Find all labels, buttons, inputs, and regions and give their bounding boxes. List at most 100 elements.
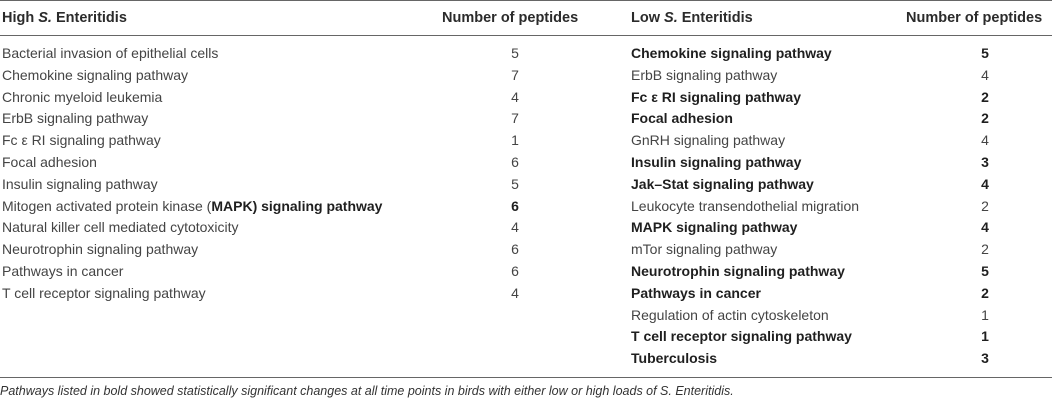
pathway-name: ErbB signaling pathway	[631, 66, 778, 83]
peptide-count: 6	[511, 153, 519, 170]
peptide-count: 7	[511, 66, 519, 83]
pathway-name: Neurotrophin signaling pathway	[631, 262, 845, 279]
right-header-italic: S.	[664, 10, 678, 26]
table-row: MAPK signaling pathway 4	[631, 217, 1051, 239]
pathway-name-part: Mitogen activated protein kinase (	[2, 197, 212, 214]
left-header-suffix: Enteritidis	[51, 10, 127, 26]
pathway-name: Leukocyte transendothelial migration	[631, 197, 860, 214]
left-group-header: High S. Enteritidis	[2, 10, 127, 26]
peptide-count: 5	[981, 45, 989, 61]
table-row: Focal adhesion 6	[2, 152, 622, 174]
table-row: Fc ε RI signaling pathway 2	[631, 87, 1051, 109]
table-row: Pathways in cancer 2	[631, 283, 1051, 305]
pathway-name: ErbB signaling pathway	[2, 110, 149, 127]
pathway-name: MAPK signaling pathway	[631, 219, 798, 236]
peptide-count: 4	[511, 88, 519, 105]
table-row: Chronic myeloid leukemia 4	[2, 87, 622, 109]
pathway-name: Regulation of actin cytoskeleton	[631, 306, 829, 323]
peptide-count: 4	[511, 219, 519, 236]
pathway-name: GnRH signaling pathway	[631, 132, 786, 149]
pathway-name: Chronic myeloid leukemia	[2, 88, 163, 105]
peptide-count: 5	[981, 262, 989, 279]
pathway-name: Focal adhesion	[2, 153, 97, 170]
peptide-count: 4	[981, 66, 989, 83]
peptide-count: 1	[511, 132, 519, 149]
pathway-name: Jak–Stat signaling pathway	[631, 175, 814, 192]
peptide-count: 6	[511, 197, 519, 214]
table-row: Neurotrophin signaling pathway 5	[631, 261, 1051, 283]
table-row: Neurotrophin signaling pathway 6	[2, 239, 622, 261]
pathway-name: Insulin signaling pathway	[631, 153, 802, 170]
peptide-count: 7	[511, 110, 519, 127]
pathway-name: Chemokine signaling pathway	[2, 66, 188, 83]
table-row: Regulation of actin cytoskeleton 1	[631, 305, 1051, 327]
table-row: Insulin signaling pathway 5	[2, 174, 622, 196]
pathway-name: Insulin signaling pathway	[2, 175, 158, 192]
pathway-name: T cell receptor signaling pathway	[2, 284, 206, 301]
table-row: Natural killer cell mediated cytotoxicit…	[2, 217, 622, 239]
bottom-rule	[0, 377, 1052, 378]
table-row: Fc ε RI signaling pathway 1	[2, 130, 622, 152]
table-row: Focal adhesion 2	[631, 108, 1051, 130]
table-footnote: Pathways listed in bold showed statistic…	[0, 384, 734, 398]
peptide-count: 1	[981, 328, 989, 345]
right-header-suffix: Enteritidis	[677, 10, 753, 26]
table-row: GnRH signaling pathway 4	[631, 130, 1051, 152]
peptide-count: 2	[981, 241, 989, 258]
pathway-name: mTor signaling pathway	[631, 241, 778, 258]
peptide-count: 4	[981, 219, 989, 236]
peptide-count: 4	[981, 175, 989, 192]
peptide-count: 3	[981, 350, 989, 367]
pathway-name: Bacterial invasion of epithelial cells	[2, 45, 219, 61]
peptide-count: 4	[981, 132, 989, 149]
table-row: Jak–Stat signaling pathway 4	[631, 174, 1051, 196]
left-header-italic: S.	[38, 10, 52, 26]
table-row: Mitogen activated protein kinase (MAPK) …	[2, 196, 622, 218]
table-row: T cell receptor signaling pathway 1	[631, 326, 1051, 348]
peptide-count: 2	[981, 284, 989, 301]
pathway-name: Tuberculosis	[631, 350, 718, 367]
top-rule	[0, 0, 1052, 1]
pathway-name: Focal adhesion	[631, 110, 733, 127]
table-row: ErbB signaling pathway 4	[631, 65, 1051, 87]
pathway-name: Natural killer cell mediated cytotoxicit…	[2, 219, 239, 236]
table-row: mTor signaling pathway 2	[631, 239, 1051, 261]
peptide-count: 6	[511, 262, 519, 279]
peptide-count: 3	[981, 153, 989, 170]
pathway-name: Chemokine signaling pathway	[631, 45, 832, 61]
pathway-name: Pathways in cancer	[631, 284, 761, 301]
table-row: Leukocyte transendothelial migration 2	[631, 196, 1051, 218]
table-row: Pathways in cancer 6	[2, 261, 622, 283]
peptide-count: 6	[511, 241, 519, 258]
peptide-count: 1	[981, 306, 989, 323]
table-row: Tuberculosis 3	[631, 348, 1051, 370]
table-row: T cell receptor signaling pathway 4	[2, 283, 622, 305]
right-count-header: Number of peptides	[906, 10, 1043, 26]
pathway-name: Neurotrophin signaling pathway	[2, 241, 199, 258]
peptide-count: 5	[511, 45, 519, 61]
table-row: Insulin signaling pathway 3	[631, 152, 1051, 174]
peptide-count: 2	[981, 88, 989, 105]
pathway-name: Fc ε RI signaling pathway	[631, 88, 802, 105]
pathway-name: Pathways in cancer	[2, 262, 124, 279]
table-row: ErbB signaling pathway 7	[2, 108, 622, 130]
pathway-name: Fc ε RI signaling pathway	[2, 132, 161, 149]
right-header-prefix: Low	[631, 10, 665, 26]
header-rule	[0, 35, 1052, 36]
pathway-name: Mitogen activated protein kinase (MAPK) …	[2, 198, 382, 214]
pathway-name-bold-part: MAPK) signaling pathway	[211, 197, 383, 214]
left-header-prefix: High	[2, 10, 39, 26]
right-group-header: Low S. Enteritidis	[631, 10, 753, 26]
pathway-name: T cell receptor signaling pathway	[631, 328, 852, 345]
peptide-count: 2	[981, 110, 989, 127]
table-row: Chemokine signaling pathway 7	[2, 65, 622, 87]
left-count-header: Number of peptides	[442, 10, 579, 26]
peptide-count: 5	[511, 175, 519, 192]
peptide-count: 4	[511, 284, 519, 301]
table-row: Chemokine signaling pathway 5	[631, 43, 1051, 65]
peptide-count: 2	[981, 197, 989, 214]
table-row: Bacterial invasion of epithelial cells 5	[2, 43, 622, 65]
